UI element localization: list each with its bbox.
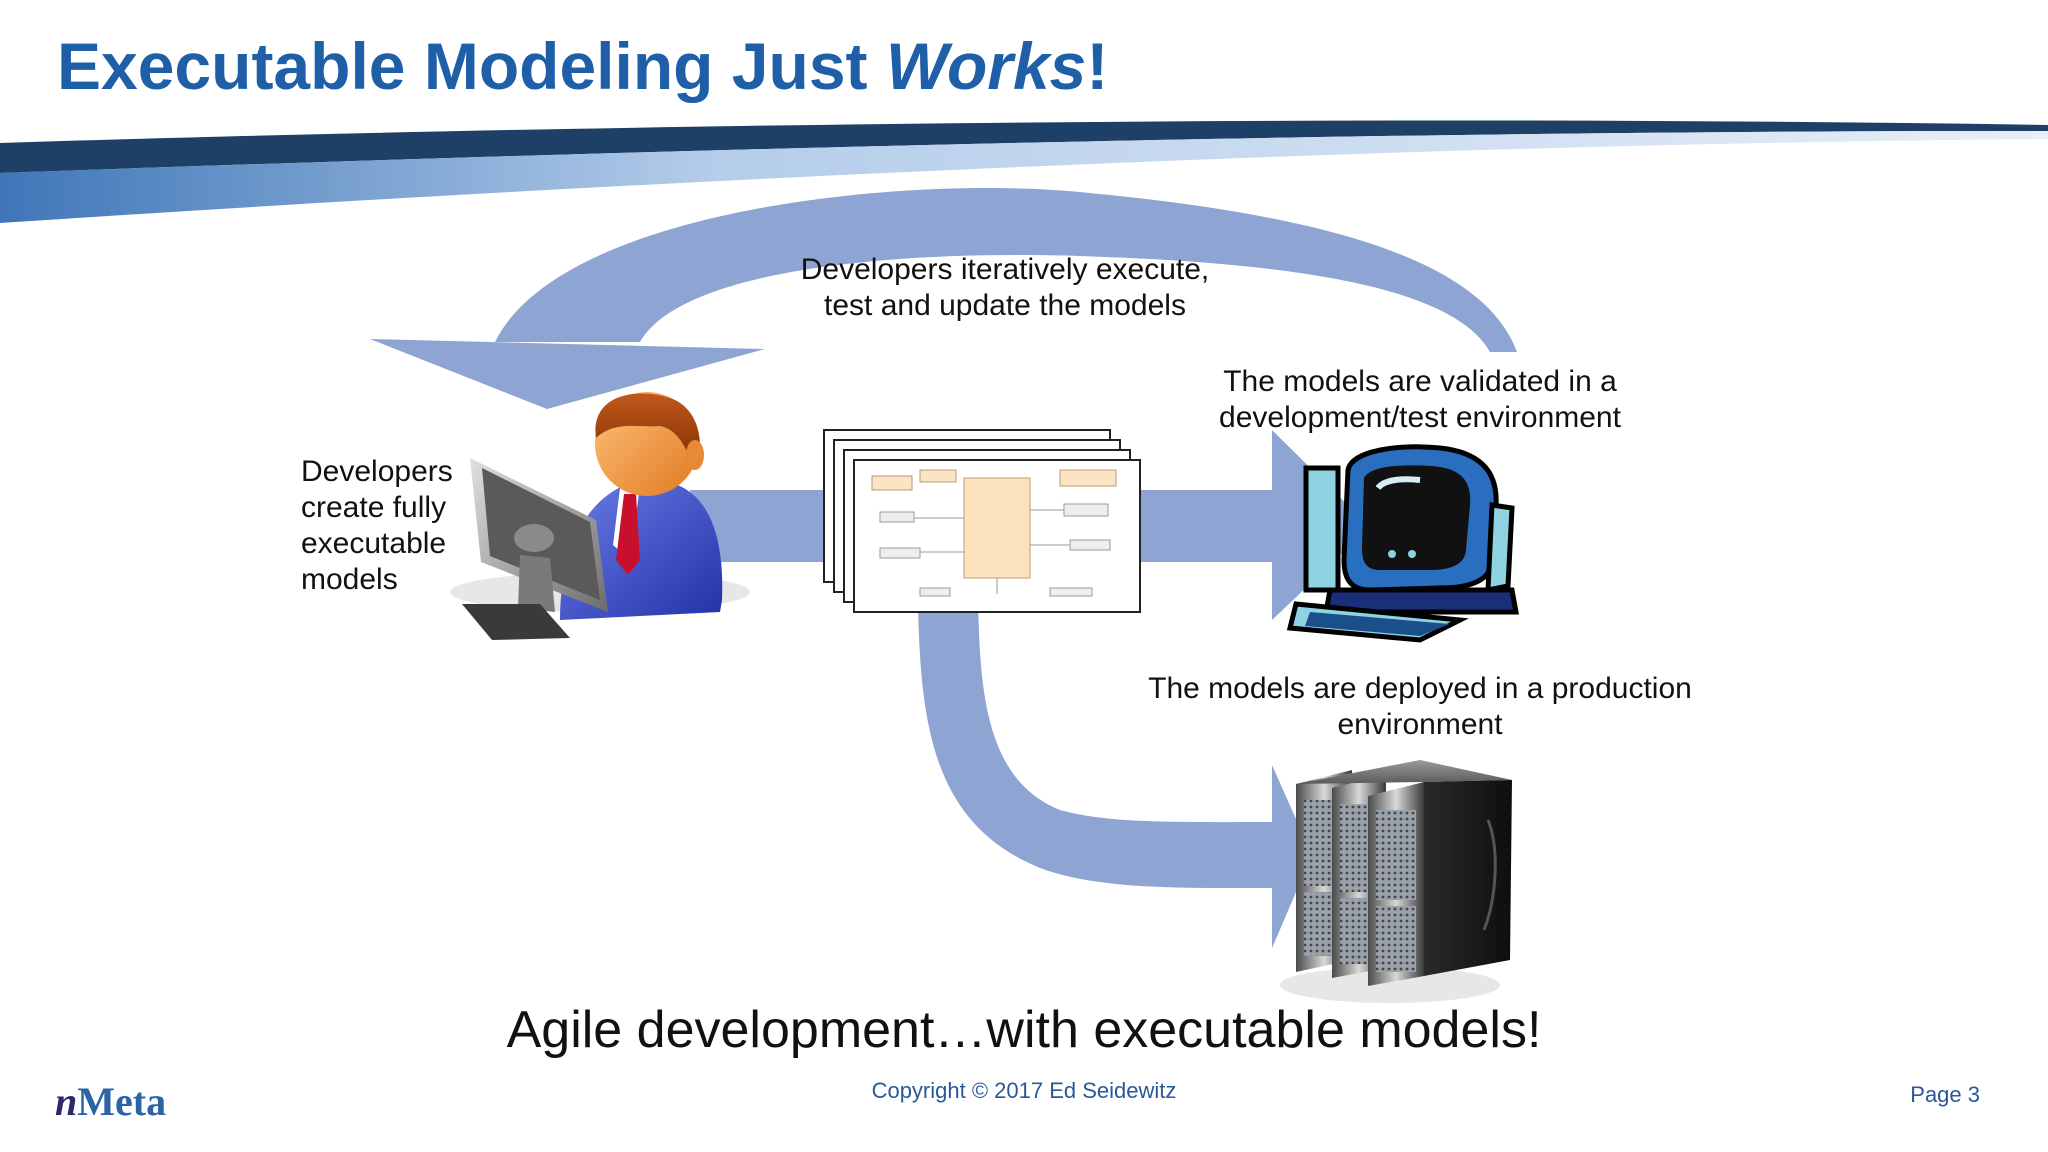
deployed-label-line1: The models are deployed in a production — [1148, 672, 1692, 705]
developer-at-computer-icon — [450, 392, 750, 640]
create-label-line4: models — [301, 563, 398, 596]
page-number: Page 3 — [1910, 1082, 1980, 1107]
validated-label: The models are validated in a developmen… — [1190, 364, 1650, 436]
iterate-label-line2: test and update the models — [824, 289, 1186, 322]
logo-meta: Meta — [77, 1079, 167, 1124]
create-label-line2: create fully — [301, 491, 447, 524]
iteration-loop-arrow — [370, 188, 1517, 409]
title-emphasis-text: Works — [885, 29, 1087, 103]
create-label: Developers create fully executable model… — [301, 454, 453, 598]
header-swoosh — [0, 120, 2048, 223]
tagline: Agile development…with executable models… — [506, 1001, 1542, 1059]
model-documents-icon — [823, 429, 1141, 613]
iterate-label: Developers iteratively execute, test and… — [760, 252, 1250, 324]
nmeta-logo: nMeta — [55, 1078, 166, 1125]
deployed-label: The models are deployed in a production … — [1120, 671, 1720, 743]
copyright-text: Copyright © 2017 Ed Seidewitz — [871, 1078, 1177, 1103]
create-label-line3: executable — [301, 527, 447, 560]
iterate-label-line1: Developers iteratively execute, — [800, 253, 1210, 286]
create-label-line1: Developers — [301, 455, 453, 488]
validated-label-line1: The models are validated in a — [1223, 365, 1617, 398]
validated-label-line2: development/test environment — [1219, 401, 1621, 434]
title-main-text: Executable Modeling Just — [57, 29, 886, 103]
desktop-computer-icon — [1286, 444, 1519, 643]
title-end-text: ! — [1086, 29, 1109, 103]
logo-n: n — [55, 1079, 78, 1124]
slide-title: Executable Modeling Just Works! — [57, 28, 1108, 104]
deployment-flow-arrow — [918, 600, 1312, 948]
server-rack-icon — [1280, 760, 1512, 1003]
deployed-label-line2: environment — [1337, 708, 1503, 741]
